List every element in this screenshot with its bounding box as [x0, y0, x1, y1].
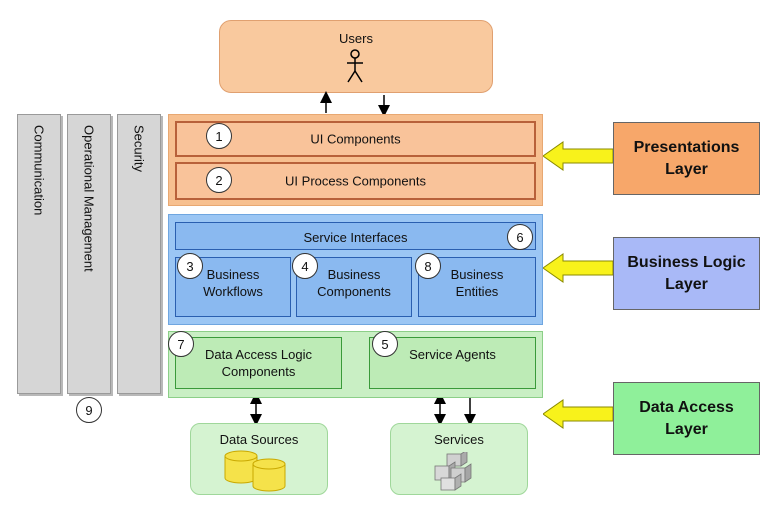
ui-components-box: UI Components: [175, 121, 536, 157]
presentation-layer-line1: Presentations: [633, 138, 740, 156]
business-components-line1: Business: [327, 267, 381, 282]
business-workflows-line2: Workflows: [203, 284, 263, 299]
communication-column: Communication: [17, 114, 61, 394]
service-interfaces-box: Service Interfaces: [175, 222, 536, 250]
badge-9: 9: [76, 397, 102, 423]
yellow-arrow-icon: [543, 141, 614, 171]
ui-process-components-label: UI Process Components: [285, 173, 426, 189]
business-workflows-line1: Business: [206, 267, 260, 282]
services-box: Services: [390, 423, 528, 495]
badge-5: 5: [372, 331, 398, 357]
data-access-logic-line2: Components: [221, 364, 296, 379]
badge-3: 3: [177, 253, 203, 279]
ui-process-components-box: UI Process Components: [175, 162, 536, 200]
data-access-layer-line1: Data Access: [639, 398, 734, 416]
security-label: Security: [131, 125, 147, 172]
yellow-arrow-icon: [543, 253, 614, 283]
business-entities-line1: Business: [450, 267, 504, 282]
users-label: Users: [339, 31, 373, 46]
business-entities-line2: Entities: [455, 284, 499, 299]
database-cylinder-icon: [224, 450, 286, 492]
operational-management-column: Operational Management: [67, 114, 111, 394]
communication-label: Communication: [31, 125, 47, 216]
service-interfaces-label: Service Interfaces: [303, 230, 408, 245]
data-access-layer-line2: Layer: [665, 420, 708, 438]
badge-8: 8: [415, 253, 441, 279]
badge-7: 7: [168, 331, 194, 357]
services-label: Services: [434, 432, 484, 447]
business-layer-line1: Business Logic: [627, 253, 746, 271]
data-sources-box: Data Sources: [190, 423, 328, 495]
business-layer-line2: Layer: [665, 275, 708, 293]
badge-2: 2: [206, 167, 232, 193]
business-components-line2: Components: [317, 284, 391, 299]
security-column: Security: [117, 114, 161, 394]
presentation-layer-line2: Layer: [665, 160, 708, 178]
data-access-logic-box: Data Access Logic Components: [175, 337, 342, 389]
badge-1: 1: [206, 123, 232, 149]
server-cubes-icon: [434, 452, 472, 491]
badge-6: 6: [507, 224, 533, 250]
data-sources-label: Data Sources: [219, 432, 299, 447]
ui-components-label: UI Components: [310, 131, 401, 147]
users-box: Users: [219, 20, 493, 93]
yellow-arrow-icon: [543, 399, 614, 429]
operational-management-label: Operational Management: [81, 125, 97, 272]
service-agents-box: Service Agents: [369, 337, 536, 389]
data-access-logic-line1: Data Access Logic: [205, 347, 312, 362]
badge-4: 4: [292, 253, 318, 279]
service-agents-label: Service Agents: [409, 347, 496, 362]
stick-figure-icon: [347, 49, 363, 83]
